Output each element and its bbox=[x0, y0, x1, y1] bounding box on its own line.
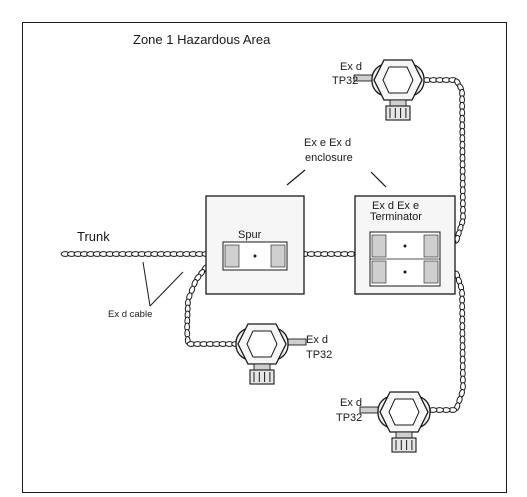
trunk-cable bbox=[60, 251, 224, 257]
device-middle-line1: Ex d bbox=[306, 334, 328, 346]
terminator-label-line1: Ex d Ex e bbox=[372, 200, 419, 212]
cable-pointers bbox=[142, 261, 184, 307]
enclosure-note-line1: Ex e Ex d bbox=[304, 137, 351, 149]
transmitter-device-top bbox=[353, 59, 425, 121]
device-top-line1: Ex d bbox=[340, 61, 362, 73]
terminator-label-line2: Terminator bbox=[370, 211, 422, 223]
zone-title: Zone 1 Hazardous Area bbox=[133, 32, 271, 47]
transmitter-device-bottom bbox=[359, 391, 431, 453]
device-middle-line2: TP32 bbox=[306, 349, 332, 361]
enclosure-note-line2: enclosure bbox=[305, 152, 353, 164]
spur-label: Spur bbox=[238, 229, 262, 241]
enclosure-pointers bbox=[286, 169, 387, 188]
device-top-line2: TP32 bbox=[332, 75, 358, 87]
trunk-label: Trunk bbox=[77, 229, 110, 244]
terminator-enclosure: Ex d Ex e Terminator bbox=[354, 195, 456, 295]
cable-label: Ex d cable bbox=[108, 309, 152, 320]
device-bottom-line2: TP32 bbox=[336, 412, 362, 424]
device-bottom-line1: Ex d bbox=[340, 397, 362, 409]
spur-enclosure: Spur bbox=[205, 195, 305, 295]
transmitter-device-middle bbox=[235, 323, 307, 385]
